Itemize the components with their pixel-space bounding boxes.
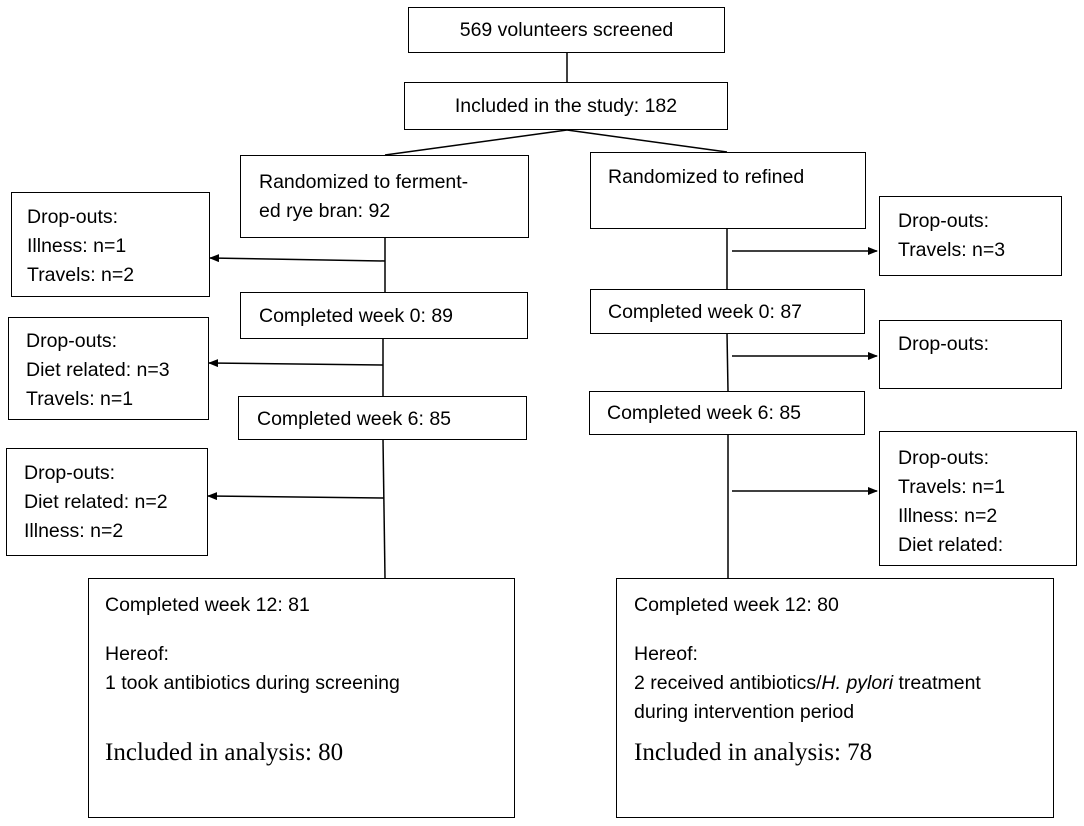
screened-box: 569 volunteers screened	[408, 7, 725, 53]
right-hereof-label: Hereof:	[634, 643, 698, 665]
arrow-left-dropouts-3	[207, 492, 385, 501]
right-dropouts-3-item-2: Illness: n=2	[898, 505, 998, 527]
right-dropouts-3-box: Drop-outs: Travels: n=1 Illness: n=2 Die…	[879, 431, 1077, 566]
left-dropouts-3-box: Drop-outs: Diet related: n=2 Illness: n=…	[6, 448, 208, 556]
right-week0-label: Completed week 0: 87	[608, 301, 803, 323]
left-detail-line: 1 took antibiotics during screening	[105, 672, 400, 694]
line-left-week6-to-week12	[382, 438, 386, 579]
right-week0-box: Completed week 0: 87	[590, 289, 865, 334]
left-analysis-label: Included in analysis: 80	[105, 739, 344, 766]
right-dropouts-3-item-1: Travels: n=1	[898, 476, 1006, 498]
left-dropouts-2-item-2: Travels: n=1	[26, 388, 134, 410]
left-dropouts-2-item-1: Diet related: n=3	[26, 359, 170, 381]
arrow-left-dropouts-1	[209, 254, 386, 263]
right-dropouts-1-item-1: Travels: n=3	[898, 239, 1006, 261]
left-randomized-line-1: Randomized to ferment-	[259, 171, 469, 193]
left-dropouts-1-item-1: Illness: n=1	[27, 235, 127, 257]
arrow-left-dropouts-2	[208, 359, 384, 368]
right-randomized-label: Randomized to refined	[608, 166, 805, 188]
line-to-right-arm	[566, 129, 728, 153]
left-dropouts-3-item-2: Illness: n=2	[24, 520, 124, 542]
left-week0-box: Completed week 0: 89	[240, 292, 528, 339]
left-final-box: Completed week 12: 81 Hereof: 1 took ant…	[88, 578, 515, 818]
line-right-week0-to-week6	[726, 332, 729, 392]
included-box: Included in the study: 182	[404, 82, 728, 130]
left-week6-label: Completed week 6: 85	[257, 408, 452, 430]
right-detail-italic: H. pylori	[821, 672, 894, 694]
right-detail-pre: 2 received antibiotics/	[634, 672, 822, 694]
left-week0-label: Completed week 0: 89	[259, 305, 454, 327]
right-analysis-label: Included in analysis: 78	[634, 739, 873, 766]
right-dropouts-3-item-3: Diet related:	[898, 534, 1004, 556]
right-week6-label: Completed week 6: 85	[607, 402, 802, 424]
right-week12-label: Completed week 12: 80	[634, 594, 839, 616]
left-dropouts-3-item-1: Diet related: n=2	[24, 491, 168, 513]
right-randomized-box: Randomized to refined	[590, 152, 866, 229]
screened-label: 569 volunteers screened	[459, 19, 674, 41]
right-week6-box: Completed week 6: 85	[589, 391, 865, 435]
left-dropouts-1-title: Drop-outs:	[27, 206, 119, 228]
right-detail-post: treatment	[893, 672, 981, 694]
right-dropouts-1-box: Drop-outs: Travels: n=3	[879, 196, 1062, 276]
left-randomized-box: Randomized to ferment- ed rye bran: 92	[240, 155, 529, 238]
right-dropouts-2-box: Drop-outs:	[879, 320, 1062, 389]
left-dropouts-1-item-2: Travels: n=2	[27, 264, 135, 286]
left-dropouts-2-title: Drop-outs:	[26, 330, 118, 352]
right-detail-line-2: during intervention period	[634, 701, 855, 723]
right-dropouts-2-title: Drop-outs:	[898, 333, 990, 355]
left-dropouts-2-box: Drop-outs: Diet related: n=3 Travels: n=…	[8, 317, 209, 420]
left-week6-box: Completed week 6: 85	[238, 396, 527, 440]
left-week12-label: Completed week 12: 81	[105, 594, 310, 616]
right-dropouts-1-title: Drop-outs:	[898, 210, 990, 232]
left-dropouts-1-box: Drop-outs: Illness: n=1 Travels: n=2	[11, 192, 210, 297]
right-detail-line-1: 2 received antibiotics/H. pylori treatme…	[634, 669, 1053, 698]
included-label: Included in the study: 182	[454, 95, 678, 117]
left-randomized-line-2: ed rye bran: 92	[259, 200, 391, 222]
right-dropouts-3-title: Drop-outs:	[898, 447, 990, 469]
line-to-left-arm	[384, 129, 568, 156]
left-dropouts-3-title: Drop-outs:	[24, 462, 116, 484]
right-final-box: Completed week 12: 80 Hereof: 2 received…	[616, 578, 1054, 818]
left-hereof-label: Hereof:	[105, 643, 169, 665]
